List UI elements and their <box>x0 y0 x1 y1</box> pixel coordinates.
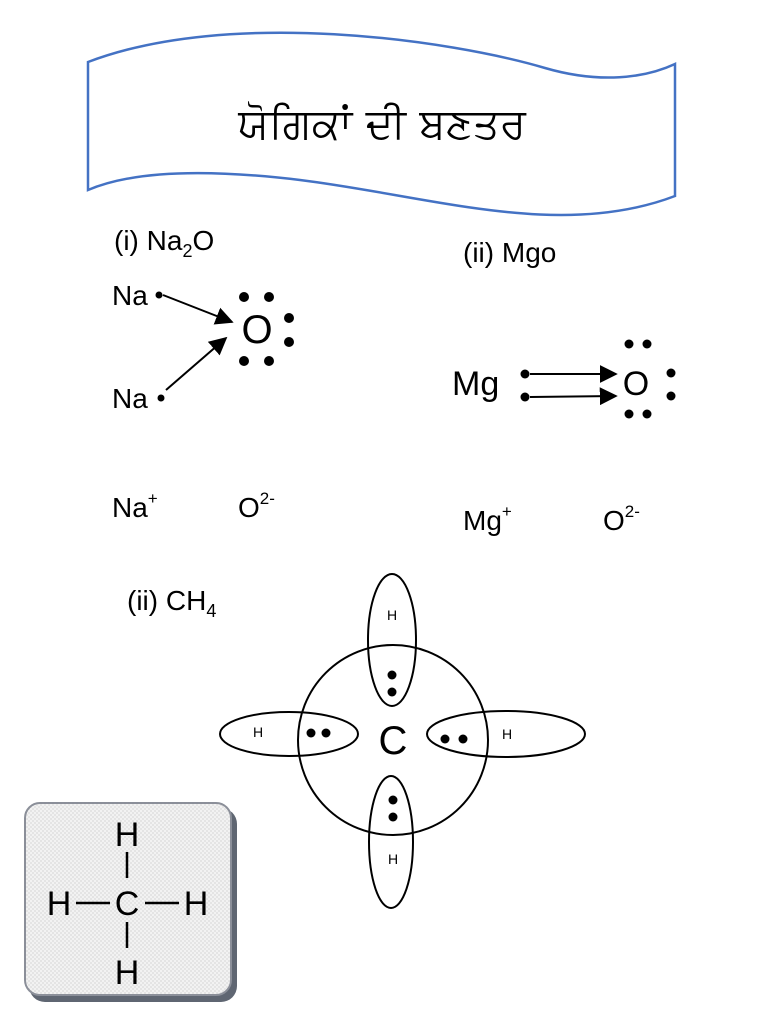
hydrogen-bottom: H <box>388 851 398 867</box>
sodium-valence-electron-2 <box>157 394 165 402</box>
oxygen-atom-mgo: O <box>623 365 649 403</box>
page-title: ਯੋਗਿਕਾਂ ਦੀ ਬਣਤਰ <box>237 99 527 148</box>
sf-hydrogen-right: H <box>184 885 209 923</box>
structural-formula: H H C H H <box>47 816 209 992</box>
magnesium-ion: Mg+ <box>463 502 512 536</box>
hydrogen-left: H <box>253 724 263 740</box>
transfer-arrow-1 <box>162 294 234 325</box>
sodium-atom-1: Na <box>112 280 148 311</box>
mgo-label: (ii) Mgo <box>463 237 556 268</box>
mgo-transfer-arrow-2 <box>529 387 618 406</box>
structural-formula-card: H H C H H <box>24 802 232 996</box>
h-orbital-left <box>219 711 359 757</box>
title-banner: ਯੋਗਿਕਾਂ ਦੀ ਬਣਤਰ <box>86 31 677 217</box>
sodium-valence-electron-1 <box>155 291 163 299</box>
oxygen-lone-pairs-mgo <box>624 339 676 419</box>
ch4-label: (ii) CH4 <box>127 585 216 621</box>
magnesium-valence-electron-2 <box>520 392 530 402</box>
magnesium-atom: Mg <box>452 365 499 403</box>
transfer-arrow-2 <box>165 336 228 391</box>
hydrogen-top: H <box>387 607 397 623</box>
sf-carbon: C <box>115 885 140 923</box>
magnesium-valence-electron-1 <box>520 369 530 379</box>
h-orbital-right <box>426 710 586 758</box>
hydrogen-right: H <box>502 726 512 742</box>
h-orbital-bottom <box>368 775 414 909</box>
sf-hydrogen-left: H <box>47 885 72 923</box>
carbon-shell <box>297 644 489 836</box>
ch4-section: (ii) CH4 C H H H H <box>127 573 586 909</box>
na2o-section: (i) Na2O Na Na O Na+ O2- <box>112 225 294 523</box>
h-orbital-top <box>367 573 417 707</box>
mgo-section: (ii) Mgo Mg O Mg+ O2- <box>452 237 676 536</box>
na2o-label: (i) Na2O <box>114 225 214 261</box>
banner-shape <box>86 31 677 217</box>
sf-hydrogen-top: H <box>115 816 140 854</box>
oxide-ion-mgo: O2- <box>603 502 640 536</box>
oxygen-atom: O <box>241 308 272 352</box>
sodium-ion: Na+ <box>112 489 158 523</box>
oxygen-lone-pairs <box>239 292 294 366</box>
sodium-atom-2: Na <box>112 383 148 414</box>
carbon-atom: C <box>379 719 408 763</box>
shared-electron-pairs <box>306 670 468 822</box>
sf-hydrogen-bottom: H <box>115 954 140 992</box>
oxide-ion-na2o: O2- <box>238 489 275 523</box>
